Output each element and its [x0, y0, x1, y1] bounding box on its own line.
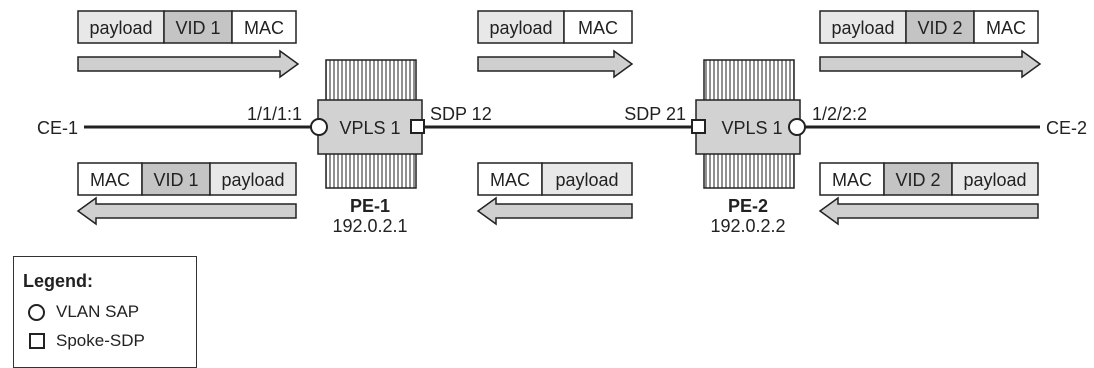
arrow-left-3	[818, 196, 1039, 226]
arrow-left-1	[76, 196, 297, 226]
ce1-label: CE-1	[37, 118, 78, 138]
legend-item-label: VLAN SAP	[56, 302, 140, 321]
frame-field-vid: VID 1	[153, 170, 198, 190]
sap-pe1-icon	[310, 118, 328, 136]
arrow-left-2	[476, 196, 633, 226]
frame-field-mac: MAC	[490, 170, 530, 190]
legend-title: Legend:	[23, 271, 93, 291]
frame-pe1-to-pe2: payload MAC	[477, 10, 633, 44]
frame-pe1-to-ce1: MAC VID 1 payload	[77, 162, 297, 196]
pe1-name: PE-1	[350, 196, 390, 216]
frame-field-mac: MAC	[90, 170, 130, 190]
pe2-name: PE-2	[728, 196, 768, 216]
pe1-address: 192.0.2.1	[332, 216, 407, 236]
pe2-service-label: VPLS 1	[721, 118, 782, 138]
sdp-pe1-icon	[410, 119, 425, 134]
legend-item-vlan-sap: VLAN SAP	[26, 301, 139, 323]
legend-item-spoke-sdp: Spoke-SDP	[26, 330, 145, 352]
arrow-right-1	[77, 49, 300, 79]
sdp-pe2-icon	[691, 119, 706, 134]
router-pe2	[695, 59, 801, 189]
frame-field-vid: VID 2	[895, 170, 940, 190]
square-icon	[26, 330, 56, 352]
frame-pe2-to-ce2: payload VID 2 MAC	[819, 10, 1039, 44]
frame-field-mac: MAC	[578, 18, 618, 38]
router-pe1	[317, 59, 423, 189]
frame-pe2-to-pe1: MAC payload	[477, 162, 633, 196]
pe2-address: 192.0.2.2	[710, 216, 785, 236]
sap-pe2-icon	[788, 118, 806, 136]
frame-field-payload: payload	[221, 170, 284, 190]
frame-field-payload: payload	[831, 18, 894, 38]
arrow-right-3	[819, 49, 1042, 79]
pe1-service-label: VPLS 1	[339, 118, 400, 138]
pe2-sap-label: 1/2/2:2	[812, 104, 867, 124]
pe1-sap-label: 1/1/1:1	[247, 104, 302, 124]
frame-field-payload: payload	[963, 170, 1026, 190]
pe1-sdp-label: SDP 12	[430, 104, 492, 124]
ce2-label: CE-2	[1046, 118, 1087, 138]
frame-ce2-to-pe2: MAC VID 2 payload	[819, 162, 1039, 196]
frame-ce1-to-pe1: payload VID 1 MAC	[77, 10, 297, 44]
legend-box: Legend: VLAN SAP Spoke-SDP	[13, 256, 197, 368]
pe2-sdp-label: SDP 21	[624, 104, 686, 124]
frame-field-vid: VID 1	[175, 18, 220, 38]
circle-icon	[26, 301, 56, 323]
arrow-right-2	[477, 49, 634, 79]
frame-field-payload: payload	[89, 18, 152, 38]
frame-field-mac: MAC	[832, 170, 872, 190]
frame-field-mac: MAC	[244, 18, 284, 38]
frame-field-mac: MAC	[986, 18, 1026, 38]
frame-field-payload: payload	[555, 170, 618, 190]
legend-item-label: Spoke-SDP	[56, 331, 145, 350]
frame-field-payload: payload	[489, 18, 552, 38]
frame-field-vid: VID 2	[917, 18, 962, 38]
